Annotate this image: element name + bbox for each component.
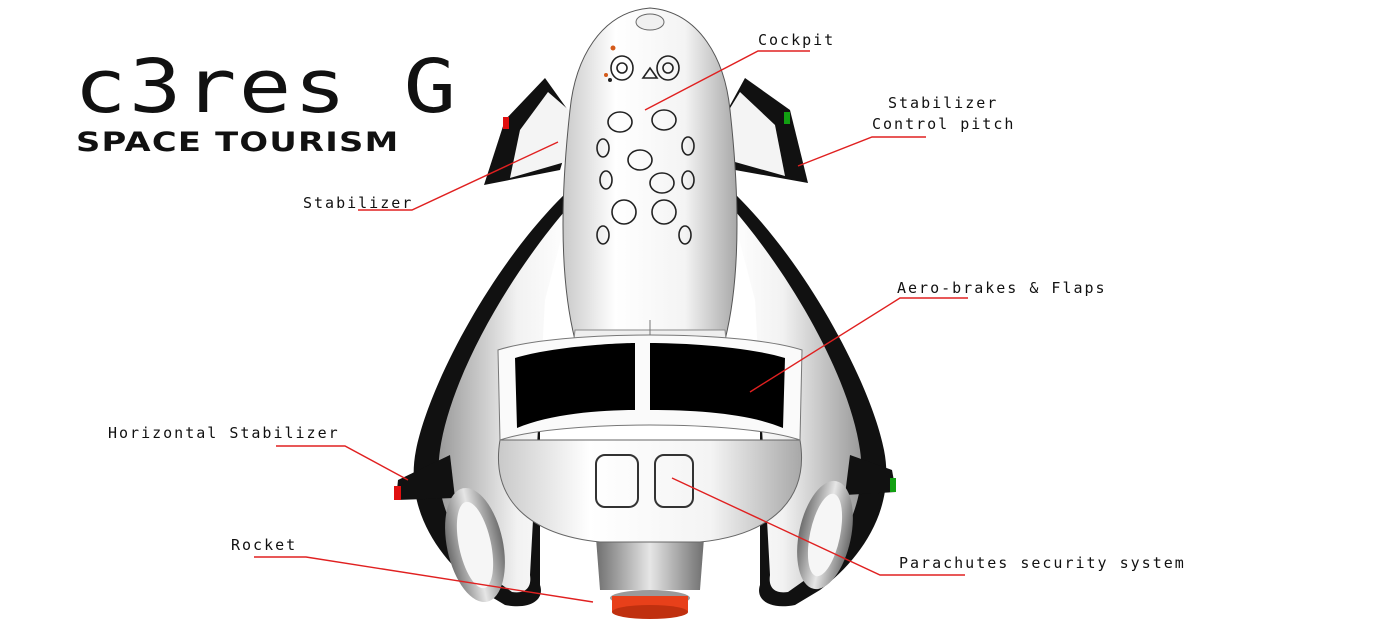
parachutes-leader	[671, 477, 965, 576]
left-horizontal-stabilizer	[394, 455, 455, 500]
right-horizontal-stabilizer	[845, 455, 896, 495]
aft-body	[498, 439, 802, 543]
aero-brakes-leader	[749, 297, 968, 393]
cockpit-windows	[596, 55, 695, 245]
label-rocket: Rocket	[231, 536, 298, 554]
left-canard-stabilizer	[484, 78, 578, 185]
fuselage	[562, 7, 738, 341]
nose-cone	[635, 13, 665, 31]
cockpit-leader	[644, 50, 810, 111]
rocket-leader	[254, 556, 594, 603]
leader-lines	[254, 50, 968, 603]
label-parachutes: Parachutes security system	[899, 554, 1186, 572]
label-stabilizer-control-line1: Stabilizer	[888, 94, 999, 112]
parachute-hatches	[595, 454, 694, 508]
label-aero-brakes: Aero-brakes & Flaps	[897, 279, 1107, 297]
rocket-nozzle	[610, 590, 690, 619]
logo-subtitle: SPACE TOURISM	[76, 127, 400, 158]
label-stabilizer: Stabilizer	[303, 194, 414, 212]
label-stabilizer-control-line2: Control pitch	[872, 115, 1016, 133]
label-horizontal-stabilizer: Horizontal Stabilizer	[108, 424, 340, 442]
stabilizer-control-leader	[797, 136, 926, 167]
label-cockpit: Cockpit	[758, 31, 836, 49]
horizontal-stabilizer-leader	[276, 445, 409, 481]
logo-title: c3res G	[74, 44, 459, 130]
cockpit-lights	[604, 45, 616, 82]
aero-brakes-panel	[497, 334, 803, 441]
right-canard-stabilizer	[722, 78, 808, 183]
stabilizer-leader	[358, 141, 559, 211]
